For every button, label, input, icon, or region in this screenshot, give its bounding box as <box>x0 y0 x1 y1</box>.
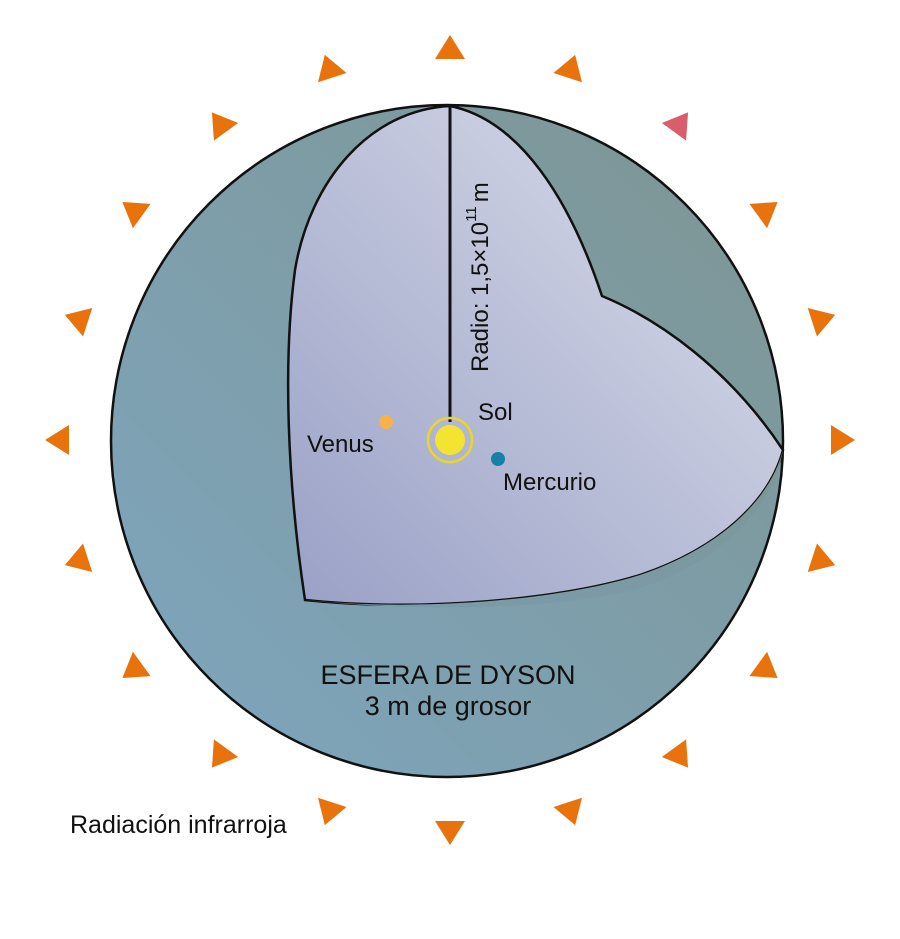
sun-label: Sol <box>478 399 513 426</box>
radiation-arrow-icon <box>211 112 239 141</box>
radiation-arrow-icon <box>211 739 239 768</box>
venus-dot-icon <box>379 415 393 429</box>
radiation-arrow-icon <box>807 543 836 573</box>
radiation-label: Radiación infrarroja <box>70 811 287 839</box>
sphere-title: ESFERA DE DYSON <box>320 660 575 690</box>
radiation-arrow-icon <box>435 35 465 59</box>
venus-label: Venus <box>307 431 374 458</box>
radiation-arrow-icon <box>807 307 836 337</box>
radiation-arrow-icon <box>553 797 583 826</box>
radiation-arrow-icon <box>661 112 689 141</box>
radiation-arrow-icon <box>122 651 151 679</box>
radiation-arrow-icon <box>553 54 583 83</box>
sphere-thickness: 3 m de grosor <box>365 691 532 721</box>
radiation-arrow-icon <box>317 54 347 83</box>
shell-cut-edge <box>305 450 783 608</box>
radiation-arrow-icon <box>64 543 93 573</box>
radiation-arrow-icon <box>317 797 347 826</box>
sphere-inner-surface <box>286 104 785 606</box>
sun-icon <box>426 416 474 464</box>
radiation-arrow-icon <box>45 425 69 455</box>
radiation-arrow-icon <box>661 739 689 768</box>
radiation-arrow-icon <box>749 651 778 679</box>
radiation-arrow-icon <box>831 425 855 455</box>
mercury-label: Mercurio <box>503 469 596 496</box>
radiation-arrow-icon <box>64 307 93 337</box>
radiation-arrow-icon <box>122 201 151 229</box>
radiation-arrow-icon <box>749 201 778 229</box>
radius-label: Radio: 1,5×1011m <box>463 182 494 372</box>
radiation-arrow-icon <box>435 821 465 845</box>
mercury-dot-icon <box>491 452 505 466</box>
radiation-arrows <box>45 35 855 845</box>
